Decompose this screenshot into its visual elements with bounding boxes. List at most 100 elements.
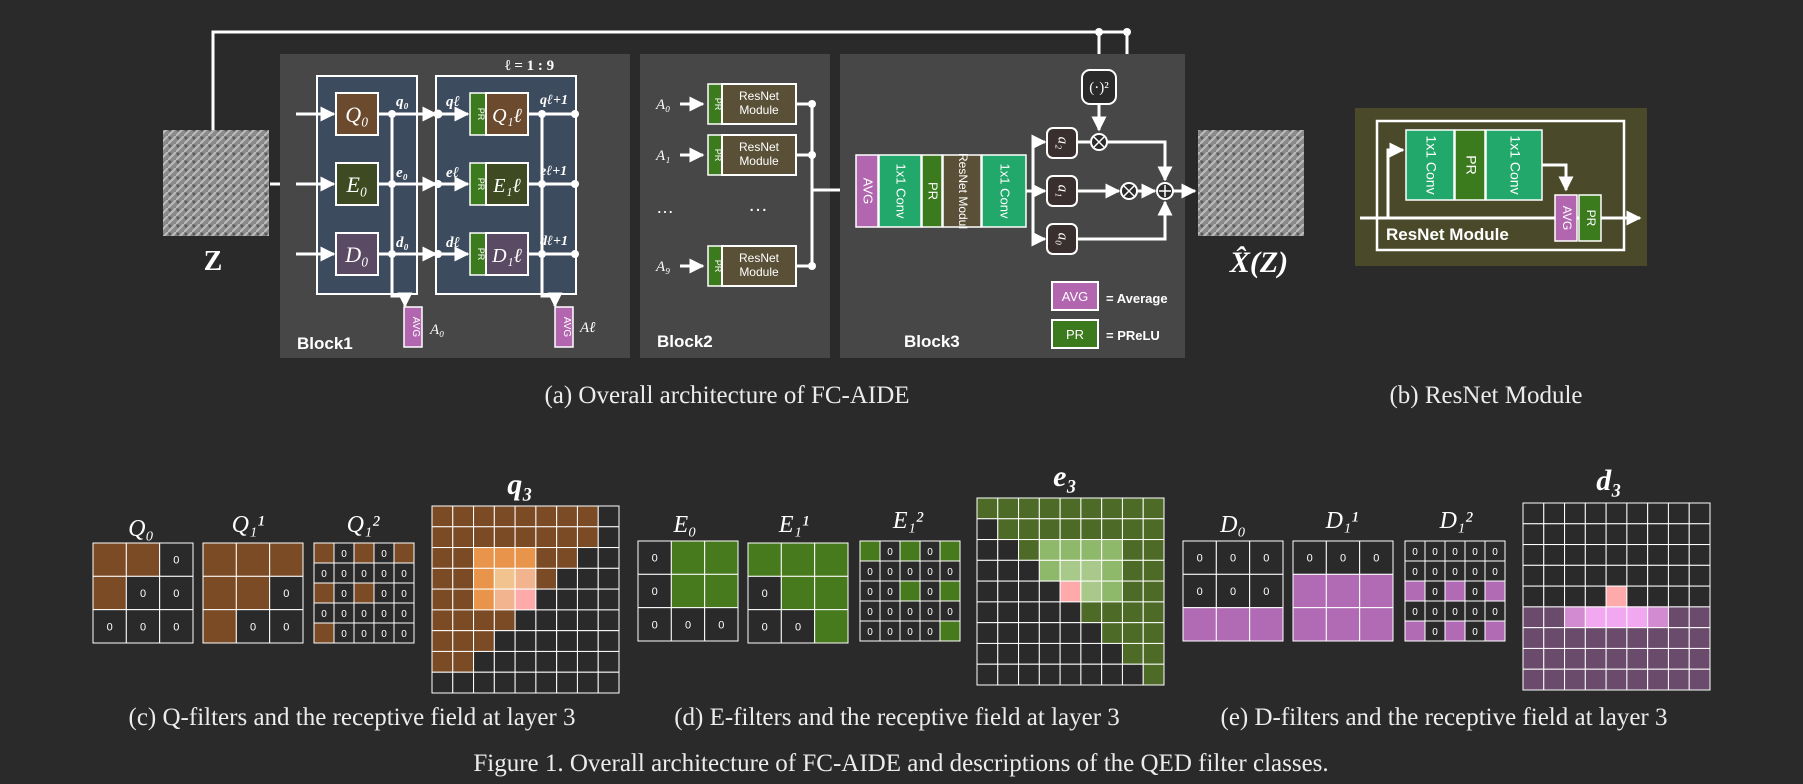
b-module-label: ResNet Module: [1386, 225, 1509, 244]
grid-cell: [1667, 606, 1690, 629]
grid-cell: [1142, 497, 1165, 520]
grid-cell: [1018, 663, 1040, 686]
grid-cell: [1647, 544, 1669, 566]
grid-cell: [556, 588, 578, 611]
grid-cell: [452, 505, 475, 528]
grid-cell: [452, 650, 475, 673]
grid-cell: [1121, 518, 1144, 541]
d0-filter-box: [335, 232, 379, 276]
grid-cell: [1647, 585, 1669, 608]
grid-cell: [1018, 559, 1040, 582]
grid-cell: [1522, 668, 1545, 691]
grid-cell: [997, 518, 1020, 541]
grid-cell: [997, 580, 1020, 603]
grid-cell: [1059, 622, 1082, 644]
grid-cell: [1605, 544, 1628, 566]
grid-cell: [1325, 540, 1361, 575]
grid-cell: [997, 601, 1020, 624]
grid-cell: [1101, 580, 1123, 603]
zero-value: 0: [140, 621, 146, 633]
grid-cell: [1605, 627, 1628, 649]
grid-cell: [1647, 502, 1669, 525]
zero-value: 0: [283, 588, 289, 600]
grid-cell: [535, 609, 558, 632]
grid-cell: [514, 567, 537, 590]
zero-value: 0: [867, 567, 873, 578]
grid-cell: [473, 526, 495, 549]
grid-cell: [1667, 564, 1690, 587]
grid-cell: [1626, 544, 1649, 566]
grid-cell: [493, 609, 516, 632]
e3-receptive-field: [976, 497, 1165, 686]
zero-value: 0: [887, 627, 893, 638]
grid-cell: [493, 650, 516, 673]
grid-cell: [1667, 647, 1690, 670]
svg-text:AVG: AVG: [1062, 289, 1089, 304]
caption-b: (b) ResNet Module: [1389, 382, 1582, 409]
q0-label: Q₀: [345, 102, 369, 127]
grid-cell: [1182, 540, 1217, 575]
grid-cell: [976, 559, 999, 582]
zero-value: 0: [1452, 547, 1458, 558]
grid-cell: [125, 542, 161, 577]
zero-value: 0: [1307, 553, 1313, 565]
grid-cell: [1667, 502, 1690, 525]
zero-value: 0: [887, 607, 893, 618]
grid-cell: [670, 540, 706, 575]
grid-cell: [1564, 647, 1586, 670]
block2-row-9: A₉ PR ResNet Module: [655, 245, 797, 287]
svg-text:1x1 Conv: 1x1 Conv: [1423, 135, 1439, 194]
grid-cell: [1080, 663, 1103, 686]
zero-value: 0: [401, 569, 407, 580]
grid-cell: [576, 650, 599, 673]
grid-cell: [1667, 668, 1690, 691]
grid-cell: [452, 567, 475, 590]
grid-cell: [1543, 668, 1566, 691]
e0-grid-label: E₀: [672, 512, 696, 538]
grid-cell: [1605, 585, 1628, 608]
grid-cell: [576, 505, 599, 528]
grid-cell: [1564, 564, 1586, 587]
grid-cell: [1667, 523, 1690, 546]
panel-a: Z Block1 ℓ = 1 : 9 Q₀ E₀ D₀ q₀ e₀ d₀ AVG…: [163, 28, 1304, 409]
grid-cell: [1182, 573, 1217, 609]
zero-value: 0: [795, 621, 801, 633]
zero-value: 0: [107, 621, 113, 633]
grid-cell: [780, 575, 816, 611]
svg-text:PR: PR: [476, 248, 486, 261]
grid-cell: [1059, 559, 1082, 582]
b-avg: [1554, 194, 1578, 242]
grid-cell: [1522, 606, 1545, 629]
grid-cell: [1647, 647, 1669, 670]
grid-cell: [1038, 580, 1061, 603]
grid-cell: [1584, 502, 1607, 525]
grid-cell: [704, 540, 739, 575]
svg-text:1x1 Conv: 1x1 Conv: [894, 164, 909, 219]
grid-cell: [1584, 647, 1607, 670]
grid-cell: [976, 663, 999, 686]
grid-cell: [576, 567, 599, 590]
svg-text:AVG: AVG: [561, 317, 572, 338]
legend-pr: = PReLU: [1106, 328, 1160, 343]
grid-cell: [514, 671, 537, 694]
grid-cell: [473, 609, 495, 632]
grid-cell: [814, 542, 849, 577]
svg-text:Q₁ℓ: Q₁ℓ: [492, 105, 522, 127]
grid-cell: [1688, 502, 1711, 525]
zero-value: 0: [1197, 553, 1203, 565]
grid-cell: [452, 588, 475, 611]
grid-cell: [473, 650, 495, 673]
grid-cell: [235, 542, 271, 577]
zero-value: 0: [1452, 607, 1458, 618]
grid-cell: [393, 542, 415, 564]
q11-grid-label: Q₁¹: [232, 512, 265, 538]
grid-cell: [493, 671, 516, 694]
grid-cell: [514, 609, 537, 632]
svg-text:PR: PR: [1066, 327, 1084, 342]
grid-cell: [814, 609, 849, 644]
zero-value: 0: [927, 587, 933, 598]
zero-value: 0: [927, 627, 933, 638]
zero-value: 0: [341, 549, 347, 560]
grid-cell: [313, 582, 335, 604]
